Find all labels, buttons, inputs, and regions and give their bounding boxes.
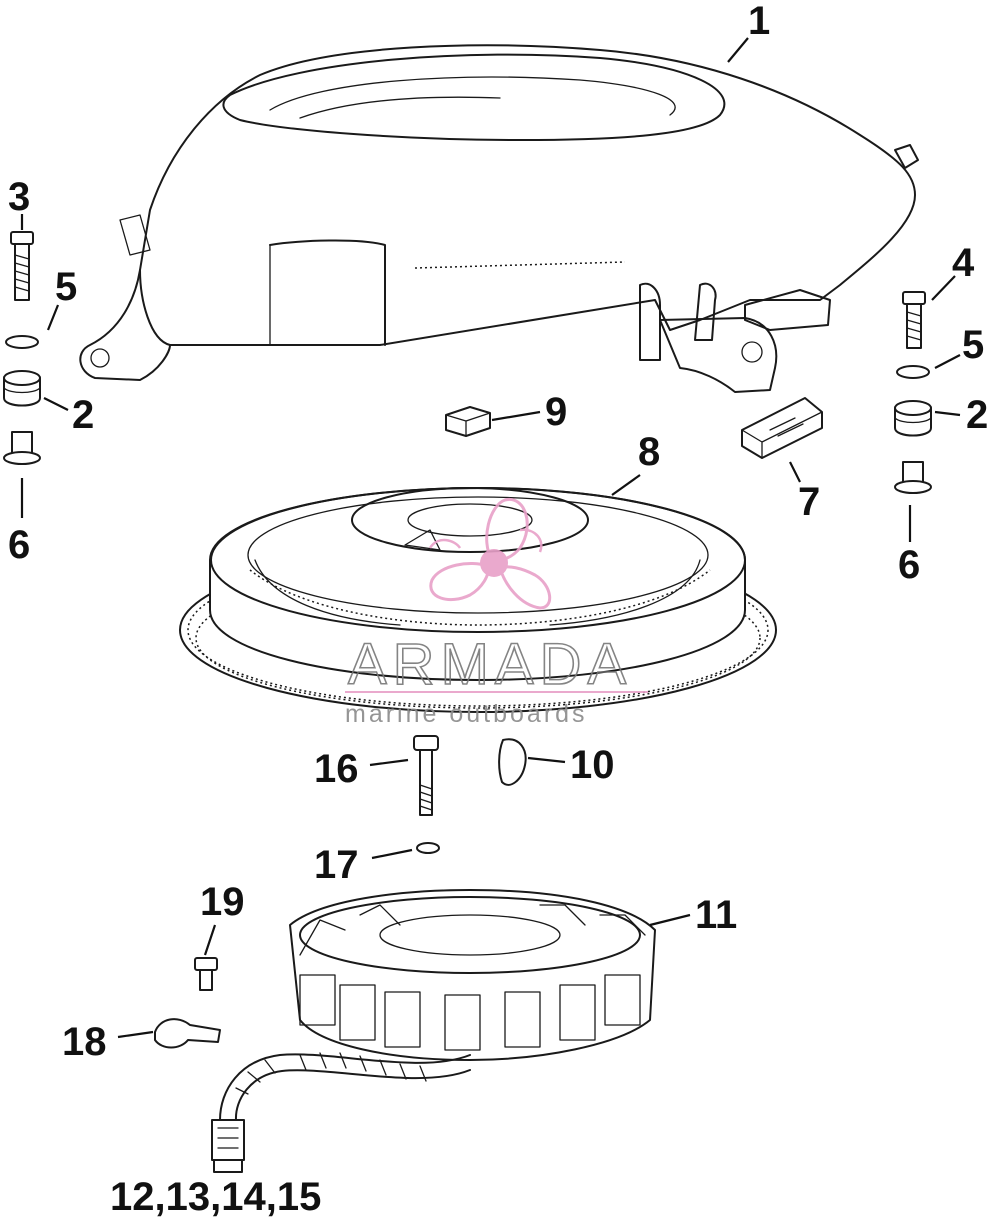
washer-part-5-right [896, 365, 930, 379]
screw-part-4 [902, 291, 926, 349]
flywheel-part-8 [179, 487, 777, 713]
watermark-tagline: marine outboards [345, 700, 588, 728]
callout-8: 8 [638, 430, 660, 474]
callout-1: 1 [748, 0, 770, 43]
callout-5-left: 5 [55, 265, 77, 309]
grommet-part-2-right [894, 400, 932, 437]
screw-part-19 [194, 957, 218, 991]
callout-2-left: 2 [72, 393, 94, 437]
sleeve-part-6-left [3, 431, 41, 465]
armada-watermark: ARMADA marine outboards [345, 498, 648, 728]
key-part-10 [498, 738, 527, 786]
callout-labels: 1 3 5 2 6 4 5 2 6 9 8 7 16 10 17 11 19 1… [8, 0, 988, 1218]
stator-part-11 [289, 889, 656, 1061]
callout-10: 10 [570, 743, 615, 787]
callout-16: 16 [314, 747, 359, 791]
callout-2-right: 2 [966, 393, 988, 437]
grommet-part-2-left [3, 370, 41, 407]
callout-17: 17 [314, 843, 359, 887]
callout-18: 18 [62, 1020, 107, 1064]
propeller-logo-icon [428, 498, 551, 610]
connector-part-7 [741, 397, 823, 459]
callout-3: 3 [8, 175, 30, 219]
callout-12-15: 12,13,14,15 [110, 1175, 321, 1218]
nut-part-9 [445, 406, 491, 437]
clamp-part-18 [154, 1018, 221, 1049]
wiring-harness-parts-12-15 [211, 1052, 471, 1173]
leader-lines [20, 37, 961, 1039]
callout-5-right: 5 [962, 323, 984, 367]
screw-part-3 [10, 231, 34, 301]
callout-9: 9 [545, 390, 567, 434]
callout-4: 4 [952, 241, 975, 285]
sleeve-part-6-right [894, 461, 932, 494]
callout-6-left: 6 [8, 523, 30, 567]
watermark-brand: ARMADA [348, 632, 632, 697]
flywheel-cover [79, 44, 919, 393]
callout-7: 7 [798, 480, 820, 524]
callout-11: 11 [695, 893, 737, 937]
callout-6-right: 6 [898, 543, 920, 587]
washer-part-17 [416, 842, 440, 854]
washer-part-5-left [5, 335, 39, 349]
callout-19: 19 [200, 880, 245, 924]
bolt-part-16 [413, 735, 439, 816]
